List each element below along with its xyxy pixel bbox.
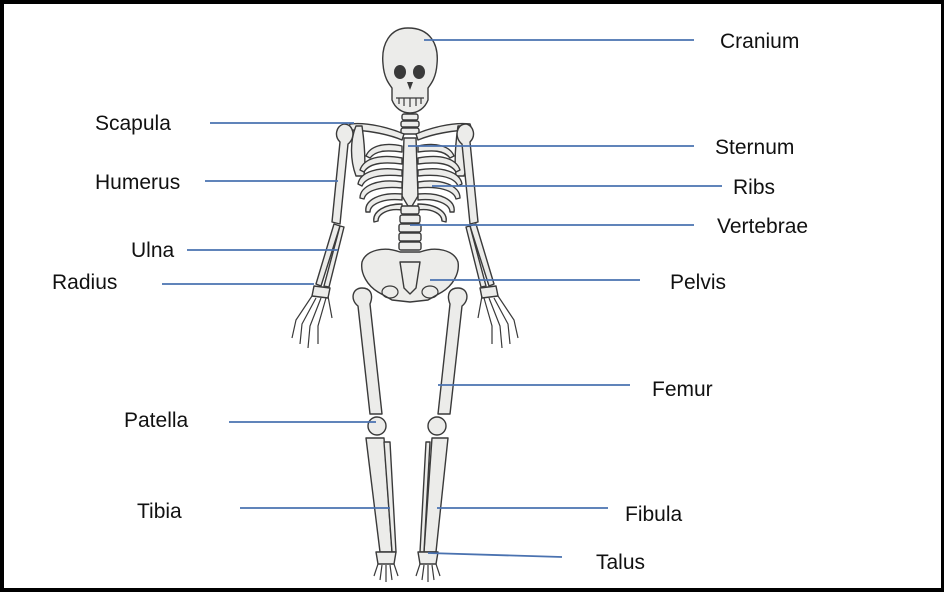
right-leg (416, 288, 467, 582)
label-radius: Radius (52, 272, 117, 293)
pelvis (362, 249, 459, 302)
label-tibia: Tibia (137, 501, 182, 522)
label-pelvis: Pelvis (670, 272, 726, 293)
talus-leader-line (428, 553, 562, 557)
label-fibula: Fibula (625, 504, 682, 525)
cervical-vertebrae (401, 114, 419, 134)
label-patella: Patella (124, 410, 188, 431)
label-femur: Femur (652, 379, 713, 400)
left-leg (353, 288, 398, 582)
label-ribs: Ribs (733, 177, 775, 198)
label-talus: Talus (596, 552, 645, 573)
label-scapula: Scapula (95, 113, 171, 134)
label-vertebrae: Vertebrae (717, 216, 808, 237)
label-sternum: Sternum (715, 137, 794, 158)
spine (399, 206, 421, 250)
label-humerus: Humerus (95, 172, 180, 193)
label-cranium: Cranium (720, 31, 799, 52)
left-arm (292, 124, 353, 348)
right-arm (457, 124, 518, 348)
label-ulna: Ulna (131, 240, 174, 261)
